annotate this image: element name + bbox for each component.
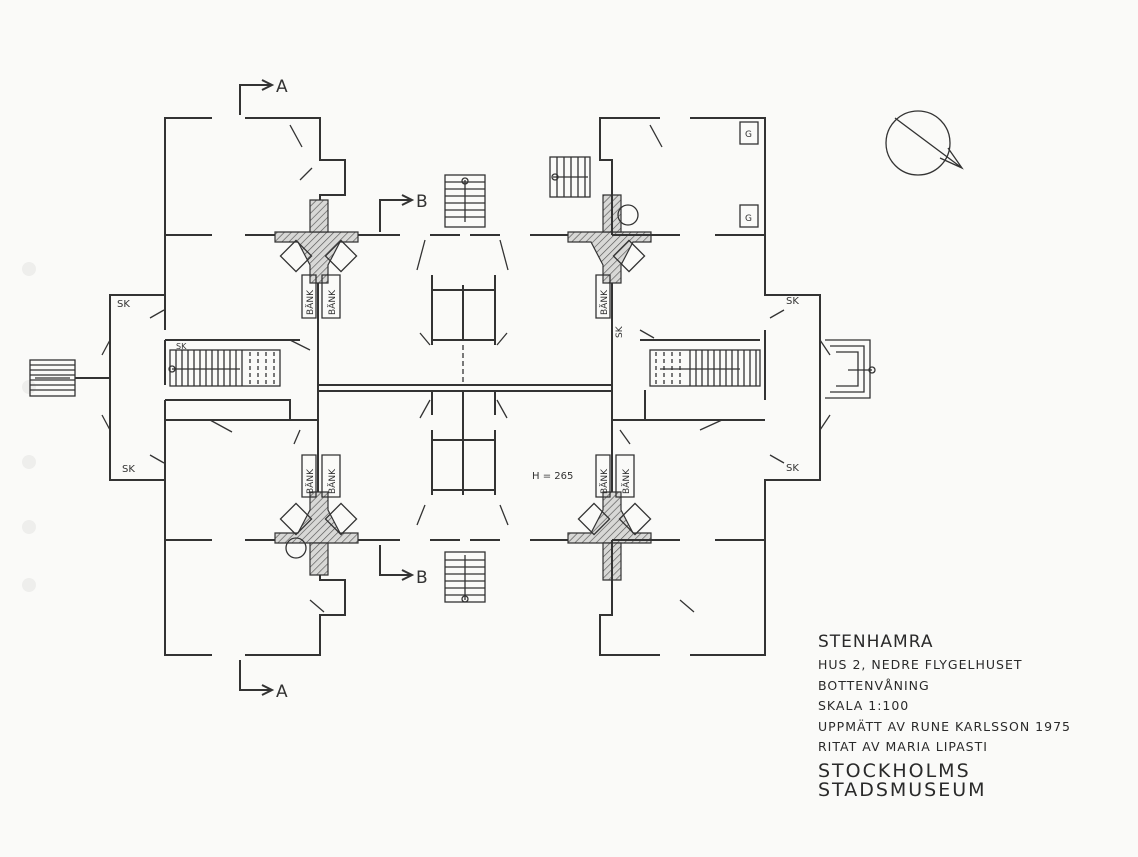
left-exterior-stair xyxy=(29,359,110,397)
right-interior-stair xyxy=(649,349,761,387)
right-wing-walls xyxy=(599,117,831,656)
central-hall-walls xyxy=(317,234,613,541)
right-bottom-chimney xyxy=(567,491,652,581)
left-bottom-chimney xyxy=(274,491,359,576)
sk-label: SK xyxy=(122,464,135,475)
right-top-chimney xyxy=(567,194,652,284)
g-label: G xyxy=(745,130,752,140)
title-institution: STOCKHOLMS STADSMUSEUM xyxy=(818,759,987,801)
bench-label: BÄNK xyxy=(621,468,632,494)
title-floor: BOTTENVÅNING xyxy=(818,677,930,693)
binder-hole xyxy=(22,455,36,469)
binder-hole xyxy=(22,520,36,534)
section-label: A xyxy=(276,77,288,97)
title-block: STENHAMRA HUS 2, NEDRE FLYGELHUSET BOTTE… xyxy=(818,634,1138,808)
top-right-stair xyxy=(549,156,591,198)
bench-label: BÄNK xyxy=(305,289,316,315)
room-labels: SK SK SK SK SK SK BÄNK BÄNK BÄNK BÄNK BÄ… xyxy=(117,130,799,494)
binder-hole xyxy=(22,262,36,276)
title-scale: SKALA 1:100 xyxy=(818,698,910,713)
section-marker-a-top: A xyxy=(239,77,288,115)
bench-label: BÄNK xyxy=(599,289,610,315)
bottom-center-stair xyxy=(444,551,486,603)
left-top-chimney xyxy=(274,199,359,284)
sk-label: SK xyxy=(786,296,799,307)
north-arrow-icon xyxy=(885,110,964,176)
sk-label: SK xyxy=(117,299,130,310)
title-building: HUS 2, NEDRE FLYGELHUSET xyxy=(818,657,1023,672)
title-name: STENHAMRA xyxy=(818,632,934,652)
bench-label: BÄNK xyxy=(327,468,338,494)
ceiling-height-label: H = 265 xyxy=(532,471,573,482)
bench-label: BÄNK xyxy=(305,468,316,494)
sk-label: SK xyxy=(786,463,799,474)
sk-label: SK xyxy=(615,325,625,338)
section-marker-b-top: B xyxy=(379,192,428,232)
g-label: G xyxy=(745,214,752,224)
section-label: B xyxy=(416,192,428,212)
section-label: B xyxy=(416,568,428,588)
right-porch xyxy=(825,339,876,399)
title-drawn: RITAT AV MARIA LIPASTI xyxy=(818,739,988,754)
section-marker-b-bottom: B xyxy=(379,545,428,588)
bench-label: BÄNK xyxy=(599,468,610,494)
bench-label: BÄNK xyxy=(327,289,338,315)
benches xyxy=(301,274,635,498)
top-center-stair xyxy=(444,174,486,228)
section-marker-a-bottom: A xyxy=(239,660,288,702)
title-measured: UPPMÄTT AV RUNE KARLSSON 1975 xyxy=(818,718,1071,734)
sk-label: SK xyxy=(176,342,187,351)
section-label: A xyxy=(276,682,288,702)
binder-hole xyxy=(22,578,36,592)
left-interior-stair xyxy=(168,349,281,387)
